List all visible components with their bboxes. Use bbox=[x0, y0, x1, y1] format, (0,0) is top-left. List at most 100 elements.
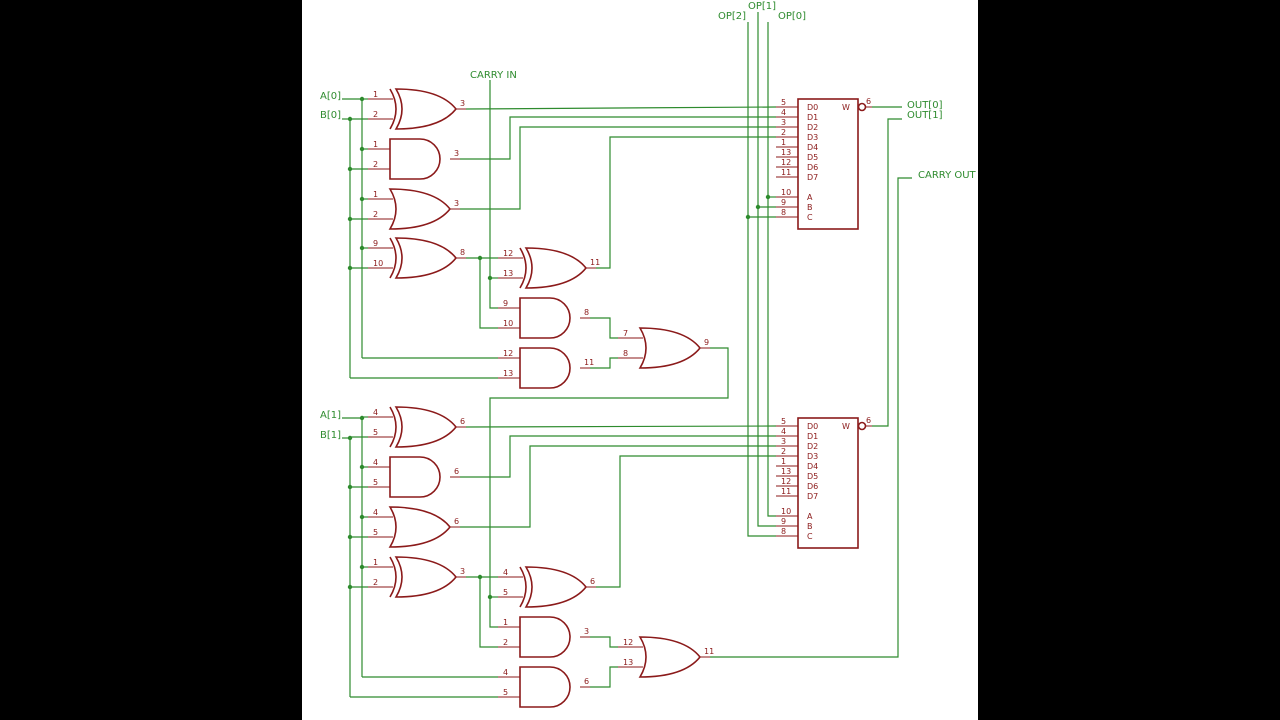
mux-select-label: A bbox=[807, 193, 813, 202]
pin-number: 3 bbox=[781, 118, 786, 127]
junction-dot bbox=[359, 464, 365, 470]
mux-input-label: D2 bbox=[807, 123, 818, 132]
pin-number: 6 bbox=[454, 517, 459, 526]
pin-number: 5 bbox=[373, 528, 378, 537]
pin-number: 13 bbox=[503, 369, 513, 378]
pin-number: 6 bbox=[590, 577, 595, 586]
pin-number: 4 bbox=[781, 108, 786, 117]
mux-input-label: D4 bbox=[807, 462, 818, 471]
pin-number: 1 bbox=[503, 618, 508, 627]
wire bbox=[479, 258, 498, 329]
op0-label: OP[0] bbox=[778, 11, 806, 22]
net-label-layer: CARRY IN CARRY OUT A[0] B[0] A[1] B[1] O… bbox=[320, 1, 977, 441]
and-gate-carry1-gen: 456 bbox=[498, 666, 590, 708]
junction-dot bbox=[359, 514, 365, 520]
wire bbox=[710, 177, 912, 658]
mux-select-label: C bbox=[807, 213, 813, 222]
wire bbox=[590, 317, 618, 339]
wire bbox=[747, 22, 776, 537]
pin-number: 4 bbox=[373, 408, 378, 417]
a1-label: A[1] bbox=[320, 410, 341, 421]
pin-number: 5 bbox=[781, 98, 786, 107]
mux-input-label: D7 bbox=[807, 492, 818, 501]
pin-number: 7 bbox=[623, 329, 628, 338]
junction-dot bbox=[347, 265, 353, 271]
pin-number: 12 bbox=[503, 249, 513, 258]
pin-number: 4 bbox=[373, 458, 378, 467]
wire bbox=[489, 347, 729, 628]
pin-number: 1 bbox=[373, 90, 378, 99]
wire bbox=[767, 22, 776, 517]
mux-select-label: C bbox=[807, 532, 813, 541]
junction-dot bbox=[477, 574, 483, 580]
pin-number: 3 bbox=[781, 437, 786, 446]
pin-number: 6 bbox=[584, 677, 589, 686]
pin-number: 5 bbox=[503, 588, 508, 597]
pin-number: 10 bbox=[373, 259, 383, 268]
carry-in-label: CARRY IN bbox=[470, 70, 517, 81]
junction-dot bbox=[347, 216, 353, 222]
wire bbox=[590, 636, 618, 648]
wire bbox=[489, 80, 498, 309]
junction-dot bbox=[347, 435, 353, 441]
a0-label: A[0] bbox=[320, 91, 341, 102]
junction-dot bbox=[359, 196, 365, 202]
junction-dot bbox=[347, 166, 353, 172]
mux-input-label: D5 bbox=[807, 472, 818, 481]
wire bbox=[590, 357, 618, 369]
pin-number: 8 bbox=[584, 308, 589, 317]
wire bbox=[757, 12, 776, 527]
pin-number: 5 bbox=[503, 688, 508, 697]
pin-number: 4 bbox=[781, 427, 786, 436]
mux-input-label: D0 bbox=[807, 422, 818, 431]
pin-number: 4 bbox=[503, 568, 508, 577]
or-gate-a1-b1: 456 bbox=[368, 506, 460, 548]
carry-out-label: CARRY OUT bbox=[918, 170, 977, 181]
pin-number: 2 bbox=[781, 447, 786, 456]
xor-gate-sum1: 4 5 6 bbox=[498, 566, 596, 608]
wire bbox=[460, 126, 776, 210]
junction-dot bbox=[347, 584, 353, 590]
pin-number: 13 bbox=[781, 148, 791, 157]
pin-number: 3 bbox=[460, 567, 465, 576]
pin-number: 10 bbox=[781, 507, 791, 516]
pin-number: 13 bbox=[623, 658, 633, 667]
pin-number: 1 bbox=[373, 140, 378, 149]
pin-number: 8 bbox=[460, 248, 465, 257]
pin-number: 1 bbox=[373, 558, 378, 567]
wire bbox=[465, 425, 777, 428]
pin-number: 1 bbox=[781, 138, 786, 147]
pin-number: 10 bbox=[503, 319, 513, 328]
mux-output-label: W bbox=[842, 422, 850, 431]
mux-input-label: D3 bbox=[807, 133, 818, 142]
pin-number: 1 bbox=[373, 190, 378, 199]
pin-number: 5 bbox=[373, 478, 378, 487]
mux-select-label: B bbox=[807, 522, 813, 531]
out1-label: OUT[1] bbox=[907, 110, 943, 121]
pin-number: 2 bbox=[503, 638, 508, 647]
junction-dot bbox=[347, 534, 353, 540]
and-gate-a0-b0: 123 bbox=[368, 138, 460, 180]
junction-dot bbox=[347, 484, 353, 490]
mux-input-label: D3 bbox=[807, 452, 818, 461]
pin-number: 2 bbox=[373, 578, 378, 587]
mux-select-label: B bbox=[807, 203, 813, 212]
mux-input-label: D0 bbox=[807, 103, 818, 112]
pin-number: 11 bbox=[584, 358, 594, 367]
pin-number: 3 bbox=[460, 99, 465, 108]
mux-input-label: D4 bbox=[807, 143, 818, 152]
b0-label: B[0] bbox=[320, 110, 341, 121]
wire bbox=[460, 435, 776, 478]
pin-number: 1 bbox=[781, 457, 786, 466]
pin-number: 11 bbox=[590, 258, 600, 267]
junction-dot bbox=[359, 564, 365, 570]
junction-dot bbox=[347, 116, 353, 122]
junction-dot bbox=[745, 214, 751, 220]
mux-input-label: D1 bbox=[807, 432, 818, 441]
